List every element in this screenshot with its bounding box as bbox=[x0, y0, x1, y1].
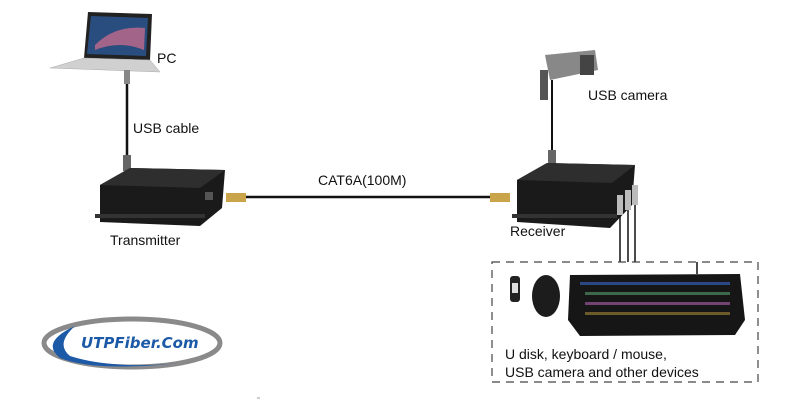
cat6a-label: CAT6A(100M) bbox=[318, 172, 406, 188]
utpfiber-logo: UTPFiber.Com bbox=[41, 316, 223, 370]
usb-camera-label: USB camera bbox=[588, 87, 668, 103]
logo-text: UTPFiber.Com bbox=[81, 334, 199, 352]
cat6a-cable bbox=[226, 193, 510, 202]
transmitter-device bbox=[95, 168, 225, 226]
usb-disk-icon bbox=[510, 276, 520, 302]
laptop-icon bbox=[49, 12, 161, 73]
mouse-icon bbox=[532, 275, 560, 317]
pc-label: PC bbox=[157, 50, 176, 66]
receiver-label: Receiver bbox=[510, 223, 566, 239]
devices-line1: U disk, keyboard / mouse, bbox=[505, 346, 667, 362]
transmitter-label: Transmitter bbox=[110, 232, 181, 248]
devices-dashed-box bbox=[491, 261, 759, 383]
usb-cable bbox=[123, 70, 131, 171]
keyboard-icon bbox=[568, 262, 745, 336]
devices-line2: USB camera and other devices bbox=[505, 364, 699, 380]
receiver-device bbox=[512, 163, 638, 262]
usb-camera-icon bbox=[540, 50, 598, 164]
usb-cable-label: USB cable bbox=[133, 120, 199, 136]
